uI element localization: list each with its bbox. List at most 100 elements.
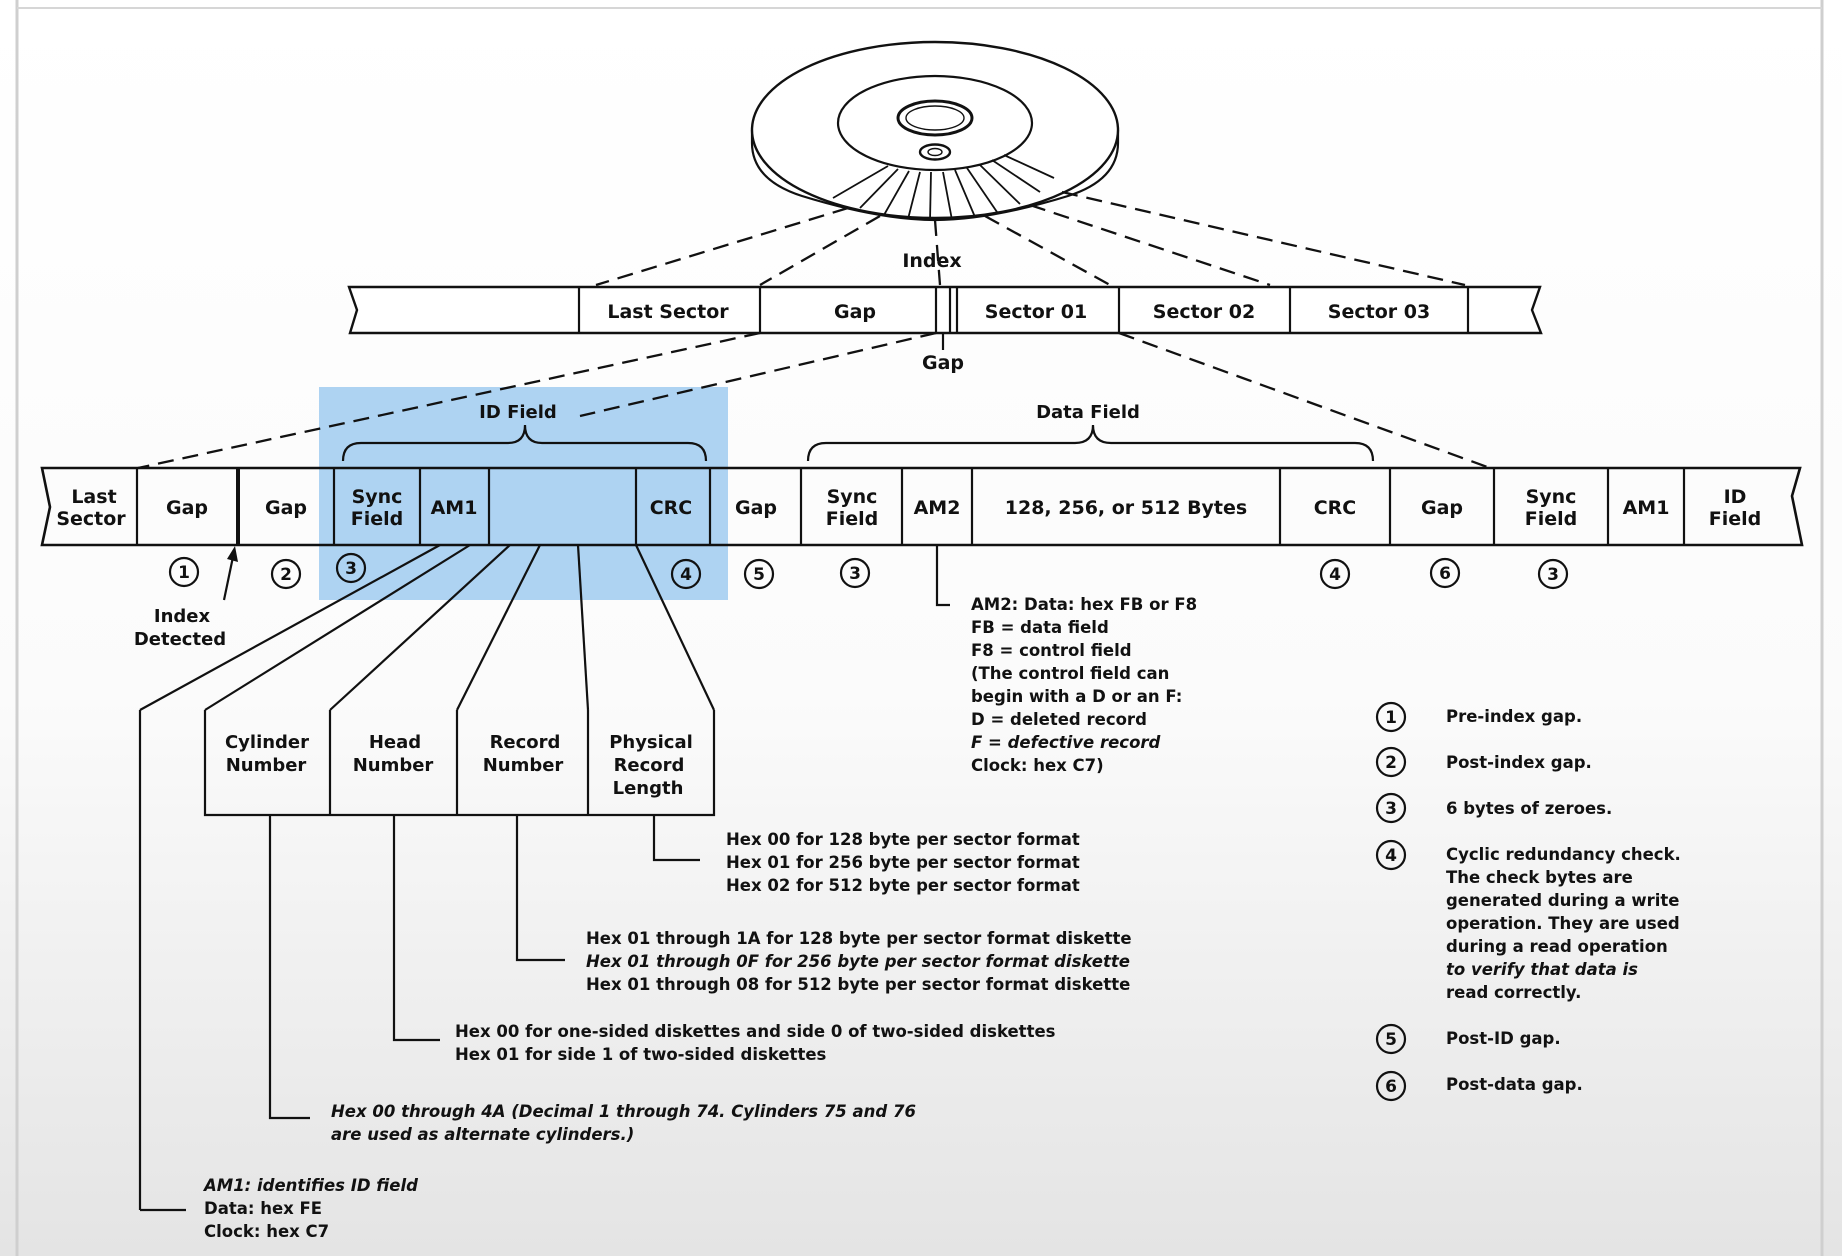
- id-subfield-fan-lines: [139, 544, 715, 711]
- legend-marker-6: 6: [1385, 1077, 1397, 1097]
- am2-leader: [935, 545, 950, 607]
- legend-marker-5: 5: [1385, 1030, 1397, 1050]
- legend-text-4: Cyclic redundancy check.: [1446, 845, 1681, 864]
- legend-text-4: during a read operation: [1446, 937, 1668, 956]
- field-cell-am1: AM1: [1623, 497, 1670, 519]
- field-cell-last-sector-2: Sector: [56, 508, 126, 530]
- legend-text-4: The check bytes are: [1446, 868, 1633, 887]
- legend-text-6: Post-data gap.: [1446, 1075, 1583, 1094]
- id-field-label: ID Field: [479, 402, 557, 423]
- head-number-note: Hex 00 for one-sided diskettes and side …: [455, 1022, 1056, 1064]
- subfield-leaders: [140, 815, 700, 1212]
- head-note-line: Hex 00 for one-sided diskettes and side …: [455, 1022, 1056, 1041]
- legend: 1 Pre-index gap. 2 Post-index gap. 3 6 b…: [1375, 701, 1681, 1102]
- head-number-label-1: Head: [369, 732, 421, 753]
- disk-projection-lines: [595, 190, 1466, 287]
- am2-note-line: FB = data field: [971, 618, 1109, 637]
- cylinder-number-label-1: Cylinder: [225, 732, 309, 753]
- physical-record-length-label-2: Record: [614, 755, 685, 776]
- legend-marker-2: 2: [1385, 753, 1397, 773]
- field-cell-sync-2: Field: [1525, 508, 1578, 530]
- data-field-label: Data Field: [1036, 402, 1140, 423]
- index-label: Index: [902, 250, 961, 272]
- track-cell-sector-02: Sector 02: [1153, 301, 1255, 323]
- physical-record-length-label-3: Length: [613, 778, 684, 799]
- am1-note: AM1: identifies ID field Data: hex FE Cl…: [202, 1176, 418, 1241]
- field-cell-sync-1: Sync: [1526, 486, 1577, 508]
- field-cell-gap: Gap: [735, 497, 777, 519]
- field-cell-gap: Gap: [1421, 497, 1463, 519]
- record-number-label-2: Number: [483, 755, 564, 776]
- am2-note-line: Clock: hex C7): [971, 756, 1104, 775]
- marker-4: 4: [1329, 565, 1341, 585]
- marker-3: 3: [849, 564, 861, 584]
- track-cell-sector-03: Sector 03: [1328, 301, 1430, 323]
- record-note-line: Hex 01 through 08 for 512 byte per secto…: [586, 975, 1130, 994]
- legend-text-4: operation. They are used: [1446, 914, 1680, 933]
- physical-record-length-label-1: Physical: [609, 732, 693, 753]
- track-gap-label: Gap: [922, 352, 964, 374]
- cylinder-number-note: Hex 00 through 4A (Decimal 1 through 74.…: [331, 1102, 916, 1144]
- am1-note-line: Data: hex FE: [204, 1199, 322, 1218]
- prl-note-line: Hex 02 for 512 byte per sector format: [726, 876, 1080, 895]
- cyl-note-line: Hex 00 through 4A (Decimal 1 through 74.…: [331, 1102, 916, 1121]
- track-cell-gap: Gap: [834, 301, 876, 323]
- marker-4: 4: [680, 565, 692, 585]
- field-cell-crc: CRC: [650, 497, 693, 519]
- legend-text-2: Post-index gap.: [1446, 753, 1592, 772]
- am2-note-line: begin with a D or an F:: [971, 687, 1182, 706]
- field-cell-data-bytes: 128, 256, or 512 Bytes: [1005, 497, 1247, 519]
- field-cell-sync-1: Sync: [352, 486, 403, 508]
- legend-text-4: read correctly.: [1446, 983, 1581, 1002]
- field-cell-id-field-1: ID: [1724, 486, 1747, 508]
- legend-marker-4: 4: [1385, 846, 1397, 866]
- field-cell-gap: Gap: [166, 497, 208, 519]
- marker-2: 2: [280, 565, 292, 585]
- field-strip-labels: Last Sector Gap Gap Sync Field AM1 CRC G…: [56, 486, 1761, 530]
- record-note-line: Hex 01 through 0F for 256 byte per secto…: [586, 952, 1130, 971]
- field-cell-sync-2: Field: [351, 508, 404, 530]
- field-cell-id-field-2: Field: [1709, 508, 1762, 530]
- field-cell-am1: AM1: [431, 497, 478, 519]
- track-strip: [347, 285, 1543, 350]
- marker-3: 3: [1547, 565, 1559, 585]
- am2-note-line: (The control field can: [971, 664, 1169, 683]
- record-number-label-1: Record: [490, 732, 561, 753]
- legend-text-4: generated during a write: [1446, 891, 1680, 910]
- record-number-note: Hex 01 through 1A for 128 byte per secto…: [586, 929, 1132, 994]
- id-field-highlight: [319, 387, 728, 600]
- field-cell-sync-1: Sync: [827, 486, 878, 508]
- marker-5: 5: [753, 565, 765, 585]
- marker-1: 1: [178, 563, 190, 583]
- legend-text-4: to verify that data is: [1446, 960, 1638, 979]
- cyl-note-line: are used as alternate cylinders.): [331, 1125, 634, 1144]
- legend-text-3: 6 bytes of zeroes.: [1446, 799, 1612, 818]
- legend-marker-1: 1: [1385, 708, 1397, 728]
- cylinder-number-label-2: Number: [226, 755, 307, 776]
- legend-marker-3: 3: [1385, 799, 1397, 819]
- track-projection-lines: [137, 331, 1491, 470]
- track-cell-last-sector: Last Sector: [607, 301, 729, 323]
- field-markers: 1 2 3 4 5 3 4 6 3: [168, 552, 1569, 590]
- field-cell-gap: Gap: [265, 497, 307, 519]
- am2-note: AM2: Data: hex FB or F8 FB = data field …: [971, 595, 1197, 775]
- am2-note-line: D = deleted record: [971, 710, 1147, 729]
- index-detected-arrowhead: [227, 546, 238, 562]
- prl-note-line: Hex 01 for 256 byte per sector format: [726, 853, 1080, 872]
- field-cell-crc: CRC: [1314, 497, 1357, 519]
- field-cell-am2: AM2: [914, 497, 961, 519]
- id-subfield-labels: Cylinder Number Head Number Record Numbe…: [225, 732, 693, 799]
- index-detected-label-2: Detected: [134, 629, 226, 650]
- marker-6: 6: [1439, 564, 1451, 584]
- am1-note-line: AM1: identifies ID field: [202, 1176, 418, 1195]
- am2-note-line: F = defective record: [971, 733, 1161, 752]
- diskette-drawing: [750, 40, 1120, 222]
- legend-text-1: Pre-index gap.: [1446, 707, 1582, 726]
- track-cell-sector-01: Sector 01: [985, 301, 1087, 323]
- field-cell-sync-2: Field: [826, 508, 879, 530]
- prl-note-line: Hex 00 for 128 byte per sector format: [726, 830, 1080, 849]
- id-field-brace: [341, 424, 708, 462]
- am2-note-line: F8 = control field: [971, 641, 1132, 660]
